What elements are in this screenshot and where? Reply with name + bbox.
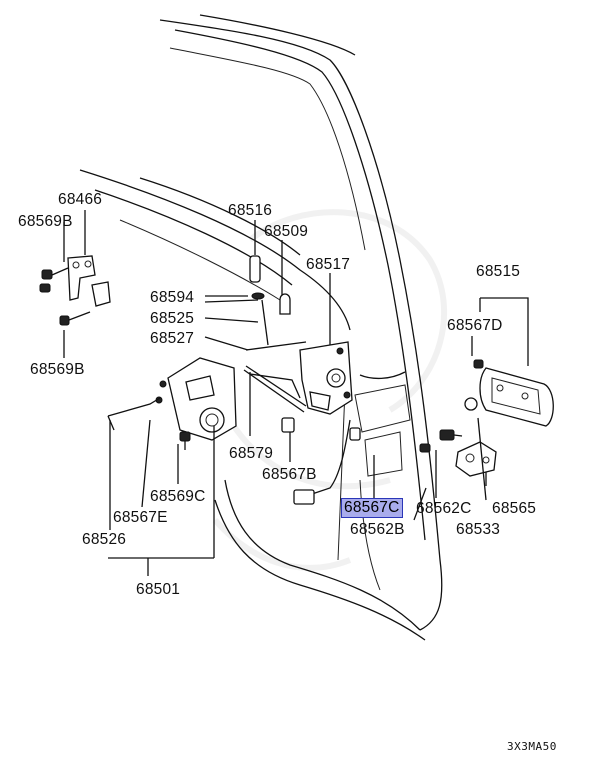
lock-actuator	[107, 357, 237, 450]
label-68562b[interactable]: 68562B	[350, 521, 405, 538]
label-68569c[interactable]: 68569C	[150, 488, 206, 505]
diagram-code: 3X3MA50	[507, 740, 557, 753]
label-68466[interactable]: 68466	[58, 191, 103, 208]
hinge-assembly	[39, 210, 111, 326]
rod-parts	[245, 255, 307, 399]
outside-handle	[464, 359, 554, 427]
label-68527[interactable]: 68527	[150, 330, 195, 347]
cable-connector	[293, 419, 361, 505]
label-68567c-highlighted[interactable]: 68567C	[341, 498, 403, 518]
label-68567d[interactable]: 68567D	[447, 317, 503, 334]
label-68516[interactable]: 68516	[228, 202, 273, 219]
door-latch	[299, 341, 353, 415]
label-68569b-top[interactable]: 68569B	[18, 213, 73, 230]
label-68567e[interactable]: 68567E	[113, 509, 168, 526]
label-68579[interactable]: 68579	[229, 445, 274, 462]
label-68562c[interactable]: 68562C	[416, 500, 472, 517]
leader-lines	[63, 220, 529, 576]
watermark	[212, 209, 447, 571]
label-68526[interactable]: 68526	[82, 531, 127, 548]
label-68509[interactable]: 68509	[264, 223, 309, 240]
label-68525[interactable]: 68525	[150, 310, 195, 327]
label-68517[interactable]: 68517	[306, 256, 351, 273]
label-68565[interactable]: 68565	[492, 500, 537, 517]
label-68594[interactable]: 68594	[150, 289, 195, 306]
door-body	[79, 14, 443, 641]
label-68567b[interactable]: 68567B	[262, 466, 317, 483]
latch-rods	[243, 365, 307, 433]
label-68501[interactable]: 68501	[136, 581, 181, 598]
label-68569b-bottom[interactable]: 68569B	[30, 361, 85, 378]
label-68515[interactable]: 68515	[476, 263, 521, 280]
label-68533[interactable]: 68533	[456, 521, 501, 538]
